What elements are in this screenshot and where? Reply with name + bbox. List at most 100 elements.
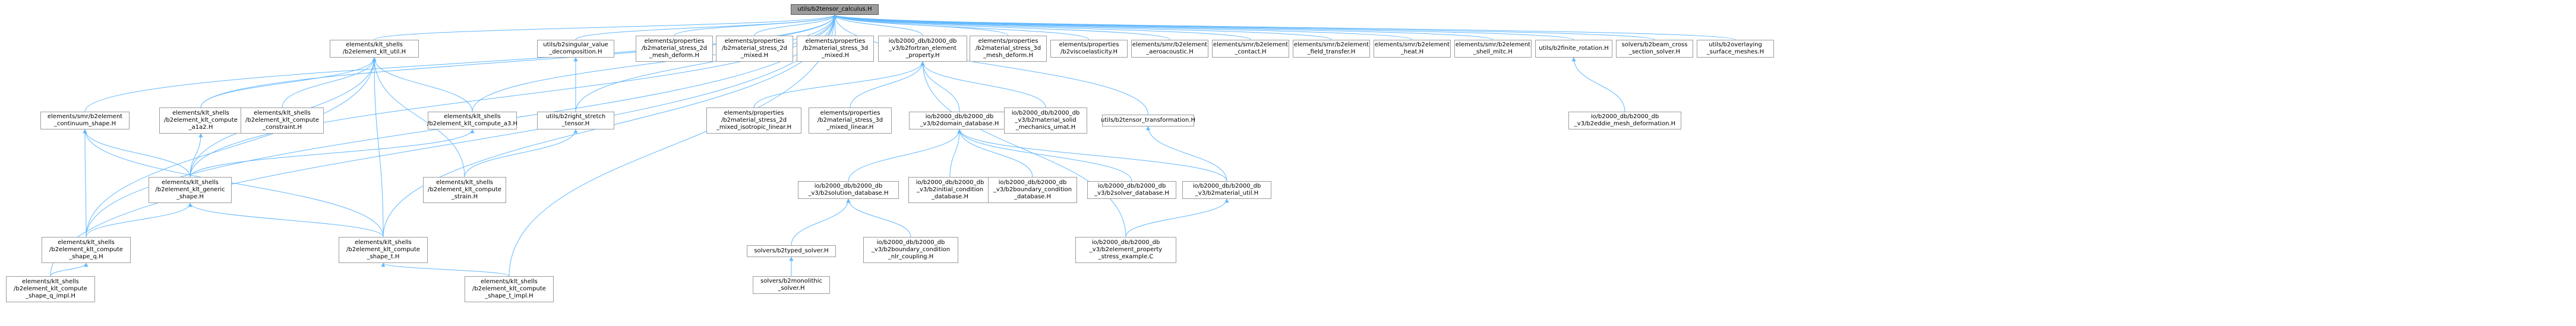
node-label-line: _shape_t_impl.H [485,293,533,299]
node-initial-cond[interactable]: io/b2000_db/b2000_db_v3/b2initial_condit… [908,177,992,203]
node-monolithic[interactable]: solvers/b2monolithic_solver.H [753,276,830,294]
node-label-line: _solver.H [778,285,805,292]
node-mixed-linear[interactable]: elements/properties/b2material_stress_3d… [809,107,892,134]
edge-shape_t-to-klt_util [372,57,384,238]
node-fortran[interactable]: io/b2000_db/b2000_db_v3/b2fortran_elemen… [878,36,967,62]
edge-typed_solver-to-solution_db [791,198,851,246]
node-label-line: io/b2000_db/b2000_db [1097,183,1166,189]
node-label-line: _v3/b2eddie_mesh_deformation.H [1574,121,1676,127]
edge-generic-to-a3 [190,129,475,178]
edge-eddie-to-finite_rot [1571,57,1625,112]
node-label-line: io/b2000_db/b2000_db [998,179,1067,186]
node-label-line: elements/smr/b2element [1293,42,1369,48]
node-label-line: io/b2000_db/b2000_db [888,38,957,45]
node-label-line: _database.H [931,194,969,200]
node-label-line: _mixed_linear.H [826,124,874,131]
edge-domain_db-to-fortran [920,61,960,112]
node-generic[interactable]: elements/klt_shells/b2element_klt_generi… [149,177,232,203]
node-label-line: _v3/b2domain_database.H [920,121,999,127]
node-label-line: _stress_example.C [1098,254,1154,260]
edge-prop_stress-to-fortran [920,61,1126,238]
node-label-line: elements/klt_shells [355,239,412,246]
node-root: utils/b2tensor_calculus.H [791,4,879,15]
node-label-line: /b2element_klt_compute [346,246,420,253]
node-mat2d-mixed[interactable]: elements/properties/b2material_stress_2d… [716,36,793,62]
node-right-stretch[interactable]: utils/b2right_stretch_tensor.H [537,112,614,129]
node-label-line: _database.H [1014,194,1052,200]
node-finite-rot[interactable]: utils/b2finite_rotation.H [1535,40,1612,58]
node-overlay[interactable]: utils/b2overlaying_surface_meshes.H [1697,40,1774,58]
node-eddie[interactable]: io/b2000_db/b2000_db_v3/b2eddie_mesh_def… [1568,112,1681,129]
node-aeroacoustic[interactable]: elements/smr/b2element_aeroacoustic.H [1131,40,1208,58]
node-label-line: /b2viscoelasticity.H [1060,49,1117,55]
node-label-line: io/b2000_db/b2000_db [1091,239,1160,246]
edge-shell_mitc-to-root [832,14,1494,40]
node-label-line: elements/smr/b2element [1213,42,1289,48]
node-label-line: /b2element_klt_util.H [342,49,406,55]
node-klt-util[interactable]: elements/klt_shells/b2element_klt_util.H [330,40,419,58]
node-label-line: _shape_t.H [367,254,400,260]
edge-iso_linear-to-fortran [753,61,925,108]
node-shape-q-impl[interactable]: elements/klt_shells/b2element_klt_comput… [6,276,95,302]
node-label-line: elements/properties [724,110,784,116]
node-heat-transfer[interactable]: elements/smr/b2element_field_transfer.H [1293,40,1370,58]
node-label-line: io/b2000_db/b2000_db [925,113,994,120]
node-label-line: solvers/b2monolithic [760,278,822,284]
node-solver-db[interactable]: io/b2000_db/b2000_db_v3/b2solver_databas… [1087,181,1176,199]
node-label-line: io/b2000_db/b2000_db [1192,183,1261,189]
node-label-line: _heat.H [1400,49,1424,55]
edge-shape_q-to-generic [86,202,192,238]
node-continuum[interactable]: elements/smr/b2element_continuum_shape.H [40,112,130,129]
edge-heat_transfer-to-root [832,14,1332,40]
node-label-line: elements/klt_shells [58,239,115,246]
node-shape-t[interactable]: elements/klt_shells/b2element_klt_comput… [339,237,428,263]
node-mat3d-deform[interactable]: elements/properties/b2material_stress_3d… [970,36,1047,62]
node-shell-mitc[interactable]: elements/smr/b2element_shell_mitc.H [1454,40,1532,58]
node-label-line: /b2material_stress_3d [817,117,883,124]
node-typed-solver[interactable]: solvers/b2typed_solver.H [747,245,836,257]
node-prop-stress[interactable]: io/b2000_db/b2000_db_v3/b2element_proper… [1075,237,1176,263]
node-label-line: _v3/b2boundary_condition [871,246,951,253]
node-constraint[interactable]: elements/klt_shells/b2element_klt_comput… [241,107,324,134]
edge-shape_t_impl-to-root [509,14,837,277]
node-solid-umat[interactable]: io/b2000_db/b2000_db_v3/b2material_solid… [1004,107,1087,134]
node-label-line: _mixed_isotropic_linear.H [716,124,792,131]
node-visco[interactable]: elements/properties/b2viscoelasticity.H [1050,40,1128,58]
edge-shape_t_impl-to-shape_t [381,262,510,277]
node-label-line: io/b2000_db/b2000_db [1590,113,1659,120]
node-label-line: elements/smr/b2element [1374,42,1450,48]
node-label-line: /b2material_stress_2d [641,45,708,52]
node-label-line: _shell_mitc.H [1473,49,1513,55]
edge-generic-to-root [190,14,837,178]
node-label-line: /b2element_klt_compute [49,246,123,253]
edge-initial_cond-to-domain_db [949,129,962,178]
node-mat2d-deform[interactable]: elements/properties/b2material_stress_2d… [636,36,713,62]
node-strain[interactable]: elements/klt_shells/b2element_klt_comput… [423,177,506,203]
node-label-line: _constraint.H [262,124,302,131]
node-heat[interactable]: elements/smr/b2element_heat.H [1374,40,1451,58]
node-label-line: /b2element_klt_compute [245,117,319,124]
node-a3[interactable]: elements/klt_shells/b2element_klt_comput… [427,112,517,129]
node-label-line: elements/klt_shells [22,278,79,285]
node-label-line: _continuum_shape.H [53,121,116,127]
node-mat3d-mixed[interactable]: elements/properties/b2material_stress_3d… [797,36,874,62]
node-bc-nlr[interactable]: io/b2000_db/b2000_db_v3/b2boundary_condi… [863,237,958,263]
node-contact[interactable]: elements/smr/b2element_contact.H [1212,40,1289,58]
node-label-line: _shape.H [176,194,204,200]
node-label-line: _mesh_deform.H [649,52,699,59]
node-beam[interactable]: solvers/b2beam_cross_section_solver.H [1616,40,1693,58]
node-label-line: /b2material_stress_2d [721,117,787,124]
node-material-util[interactable]: io/b2000_db/b2000_db_v3/b2material_util.… [1182,181,1271,199]
node-iso-linear[interactable]: elements/properties/b2material_stress_2d… [706,107,801,134]
edge-tensor_transf-to-root [832,14,1148,115]
node-boundary-cond[interactable]: io/b2000_db/b2000_db_v3/b2boundary_condi… [988,177,1077,203]
node-label-line: _aeroacoustic.H [1146,49,1194,55]
node-shape-q[interactable]: elements/klt_shells/b2element_klt_comput… [42,237,131,263]
node-solution-db[interactable]: io/b2000_db/b2000_db_v3/b2solution_datab… [798,181,899,199]
node-domain-db[interactable]: io/b2000_db/b2000_db_v3/b2domain_databas… [909,112,1010,129]
node-a1a2[interactable]: elements/klt_shells/b2element_klt_comput… [159,107,242,134]
node-label-line: io/b2000_db/b2000_db [814,183,883,189]
node-shape-t-impl[interactable]: elements/klt_shells/b2element_klt_comput… [465,276,554,302]
node-svd[interactable]: utils/b2singular_value_decomposition.H [537,40,614,58]
node-tensor-transf[interactable]: utils/b2tensor_transformation.H [1101,115,1195,126]
